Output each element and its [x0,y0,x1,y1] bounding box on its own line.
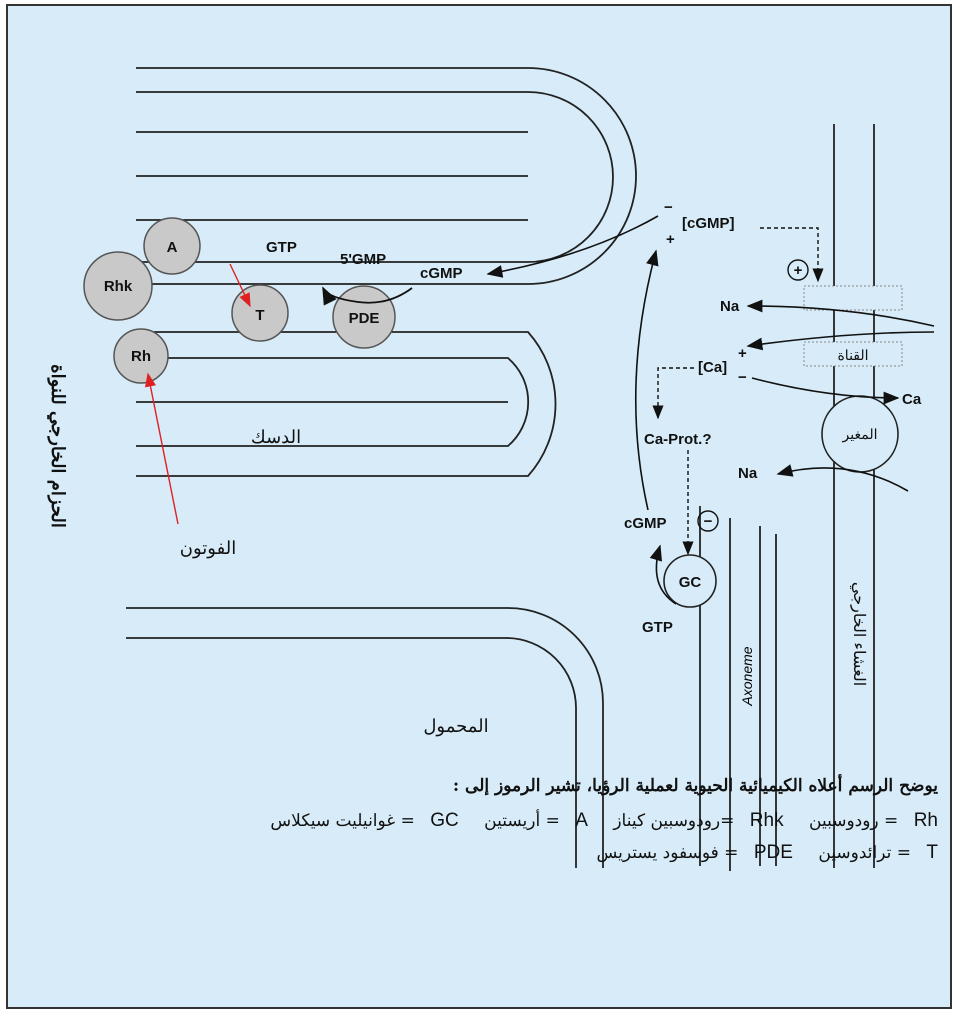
legend-text: =رودوسبين كيناز [613,811,734,831]
legend-item: A = أريستين [474,811,588,831]
legend-symbol: A [575,810,588,831]
disc-membrane-bottom-outer [136,332,556,476]
ca-efflux-arrow [752,378,898,398]
node-GC-label: GC [679,574,702,591]
legend-text: = ترائدوسين [818,843,911,863]
label-outer-membrane: الغشاء الخارجي [850,582,869,686]
label-5gmp: 5'GMP [340,251,386,268]
circled-minus-sign: − [704,513,713,530]
label-cgmp-top: cGMP [420,265,463,282]
legend-text: = رودوسبين [809,811,898,831]
diagram-frame: القناة المغير A Rhk Rh T PDE GTP 5'GMP c… [6,4,952,1009]
circled-plus-sign: + [794,262,803,279]
node-T-label: T [255,307,264,324]
legend-symbol: Rhk [750,810,784,831]
legend-text: = غوانيليت سيكلاس [270,811,414,831]
cgmp-production-arrow [636,251,656,510]
legend-symbol: T [926,842,938,863]
legend-item: Rh = رودوسبين [799,811,938,831]
disc-membrane-top-inner [136,92,613,262]
legend-text: = فوسفود يستريس [596,843,738,863]
label-ca-prot: Ca-Prot.? [644,431,712,448]
na-exchanger-arrow [778,468,908,491]
ca-to-caprot-dashed-arrow [658,368,694,418]
legend-item: T = ترائدوسين [808,843,938,863]
channel-label: القناة [837,348,868,364]
label-axoneme: Axoneme [739,646,755,706]
plus-sign-ca: + [738,345,747,362]
photon-arrow-rh [148,374,178,524]
label-photon: الفوتون [180,538,236,559]
exchanger-label: المغير [842,427,878,443]
plus-sign-cgmp: + [666,231,675,248]
label-ca-bracket: [Ca] [698,359,727,376]
minus-sign-ca: − [738,369,747,386]
caption-title: يوضح الرسم أعلاه الكيميائية الحيوية لعمل… [158,776,938,796]
legend-caption: يوضح الرسم أعلاه الكيميائية الحيوية لعمل… [158,776,938,874]
legend-item: GC = غوانيليت سيكلاس [260,811,458,831]
label-cgmp-bottom: cGMP [624,515,667,532]
legend-row-1: Rh = رودوسبين Rhk =رودوسبين كيناز A = أر… [158,810,938,832]
label-ca-right: Ca [902,391,922,408]
minus-sign-cgmp: − [664,199,673,216]
legend-row-2: T = ترائدوسين PDE = فوسفود يستريس [158,842,938,864]
label-cgmp-bracket: [cGMP] [682,215,735,232]
node-Rh-label: Rh [131,348,151,365]
label-na-top: Na [720,298,740,315]
label-outer-nuclear-belt: الحزام الخارجي للنواة [47,364,68,528]
label-cytoplasm: المحمول [423,716,488,737]
node-Rhk-label: Rhk [104,278,133,295]
channel-box-top [804,286,902,310]
label-disc: الدسك [251,427,301,448]
legend-symbol: GC [430,810,459,831]
label-gtp-bottom: GTP [642,619,673,636]
node-A-label: A [167,239,178,256]
label-gtp-top: GTP [266,239,297,256]
legend-symbol: Rh [914,810,938,831]
legend-symbol: PDE [754,842,793,863]
cgmp-to-disc-arrow [488,216,658,274]
label-na-bottom: Na [738,465,758,482]
node-PDE-label: PDE [349,310,380,327]
legend-text: = أريستين [484,811,560,831]
legend-item: PDE = فوسفود يستريس [586,843,792,863]
legend-item: Rhk =رودوسبين كيناز [603,811,783,831]
